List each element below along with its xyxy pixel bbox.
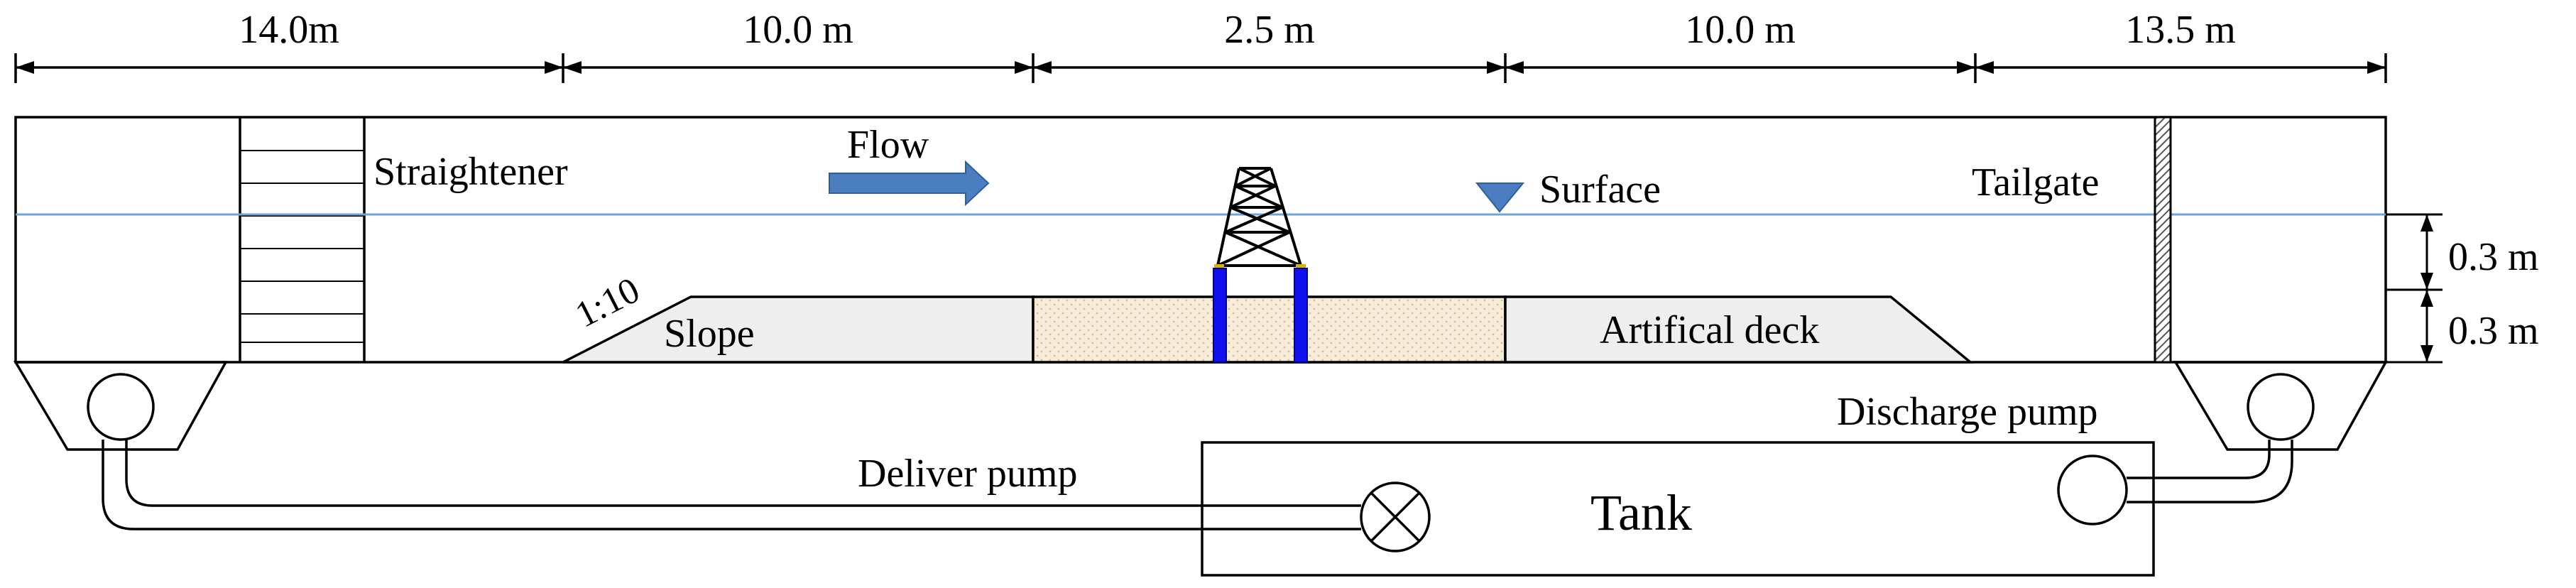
dim-label-13-5m: 13.5 m (2125, 8, 2236, 52)
inlet-hopper (13, 361, 228, 451)
straightener (240, 117, 366, 362)
pile-connectors (1214, 264, 1306, 270)
pile-left (1213, 268, 1227, 363)
dimension-ticks (14, 53, 2387, 83)
tank (1201, 441, 2155, 577)
depth-label-lower: 0.3 m (2448, 309, 2539, 353)
surface-marker-icon (1475, 183, 1525, 213)
slope-label: Slope (664, 312, 755, 356)
dim-label-14m: 14.0m (239, 8, 339, 52)
top-dimension-line: 14.0m 10.0 m 2.5 m 10.0 m 13.5 m (14, 8, 2387, 83)
dim-label-10m-left: 10.0 m (743, 8, 853, 52)
flow-label: Flow (847, 123, 929, 167)
dim-label-2-5m: 2.5 m (1224, 8, 1315, 52)
tailgate-label: Tailgate (1972, 160, 2100, 205)
flow-arrow (829, 160, 990, 207)
depth-label-upper: 0.3 m (2448, 235, 2539, 279)
surface-label: Surface (1539, 168, 1661, 212)
jacket-structure (1216, 167, 1302, 267)
straightener-label: Straightener (373, 150, 568, 194)
artificial-deck (1504, 295, 1974, 364)
artificial-deck-label: Artifical deck (1600, 308, 1819, 352)
outlet-hopper (2173, 361, 2388, 451)
pile-right (1294, 268, 1308, 363)
dimension-arrowheads (16, 61, 2386, 74)
tailgate (2154, 116, 2172, 364)
tank-label: Tank (1590, 484, 1692, 541)
dim-label-10m-right: 10.0 m (1685, 8, 1796, 52)
deliver-pump-icon (1360, 481, 1431, 552)
inlet-pump-icon (87, 373, 155, 441)
outlet-pump-icon (2247, 373, 2315, 441)
depth-dimensions: 0.3 m 0.3 m (2386, 213, 2539, 364)
deliver-pump-label: Deliver pump (858, 452, 1077, 496)
delivery-pipe (102, 440, 1361, 530)
monopile-legs (1213, 268, 1308, 363)
discharge-pipe (2127, 440, 2293, 503)
sand-bed (1032, 295, 1507, 364)
discharge-pump-label: Discharge pump (1837, 390, 2098, 434)
discharge-pump-icon (2057, 454, 2128, 526)
